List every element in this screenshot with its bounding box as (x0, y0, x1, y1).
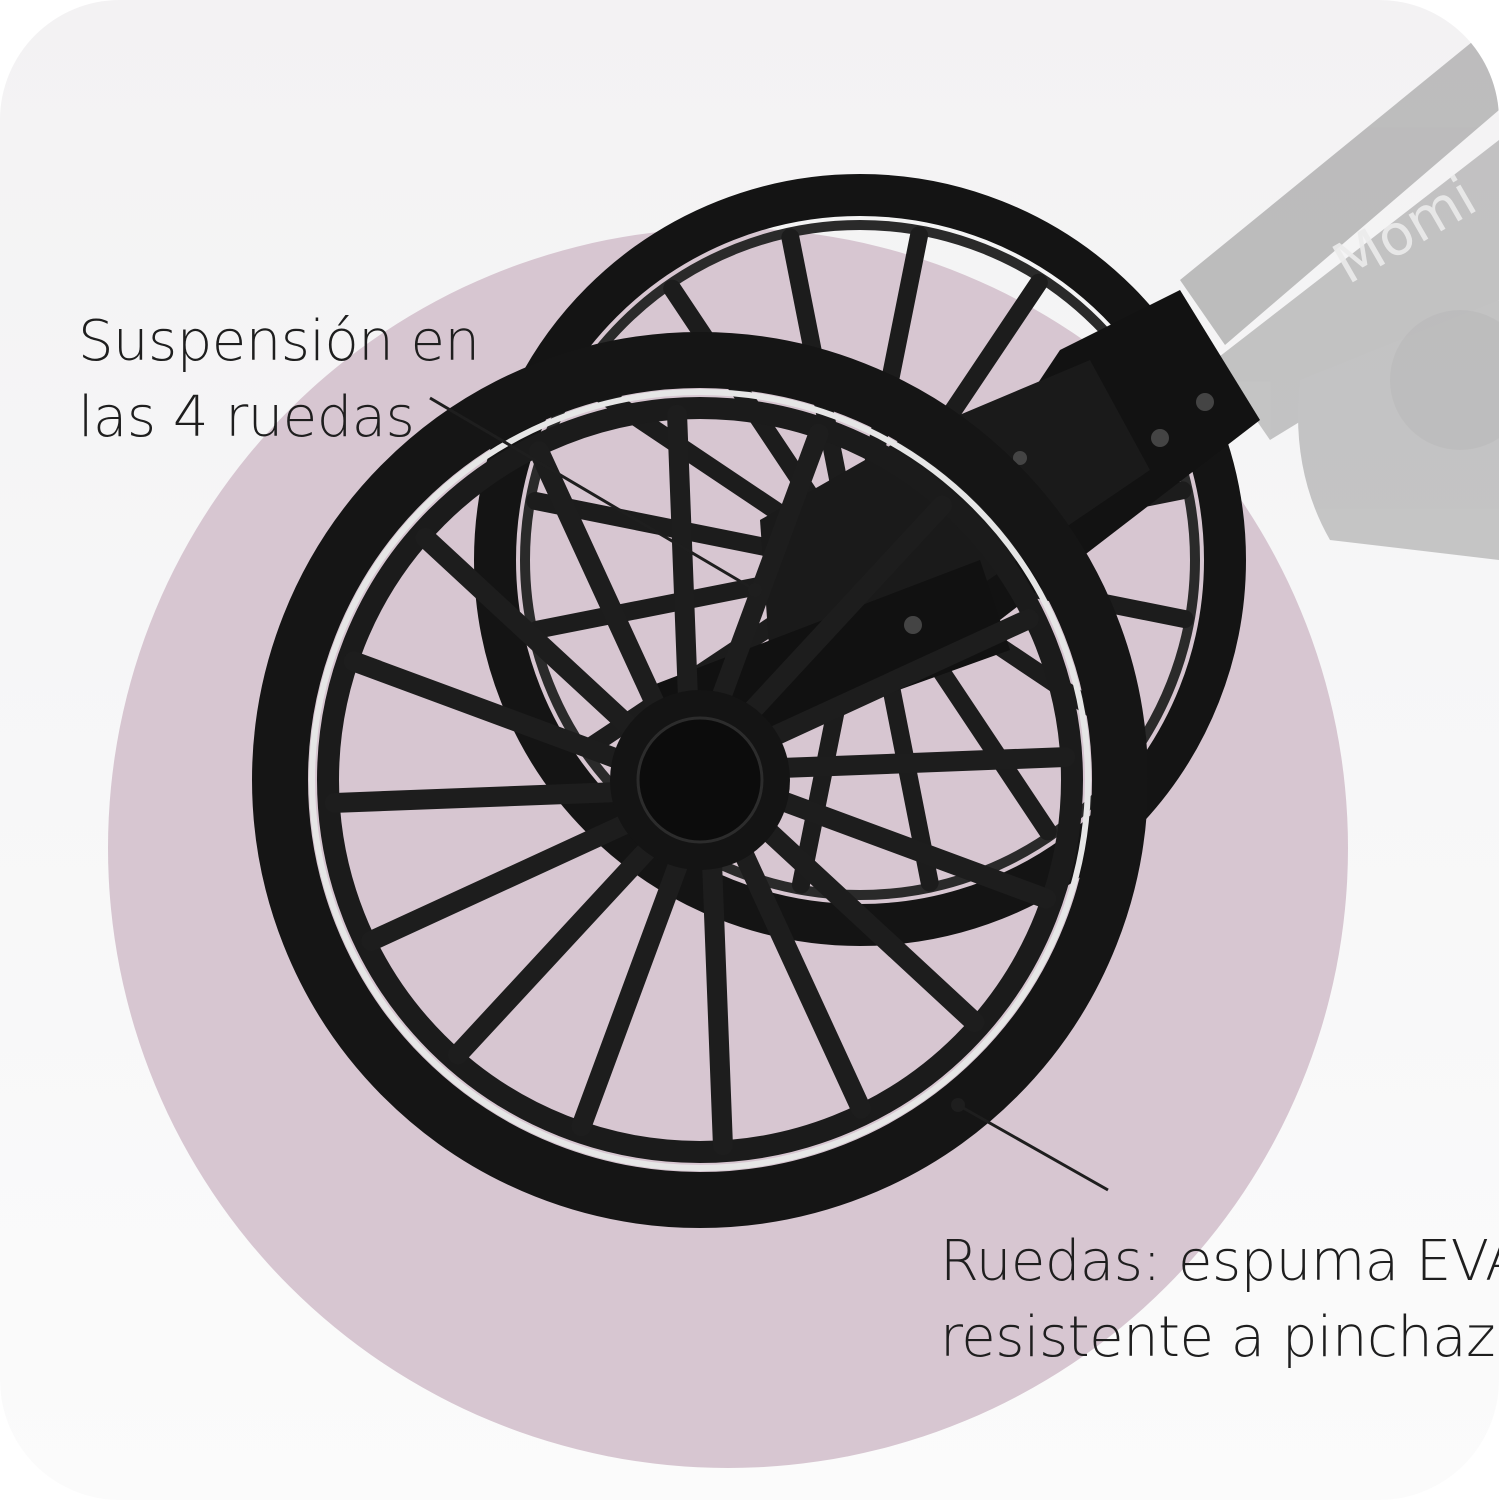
front-wheel-spoke (702, 854, 733, 1156)
front-wheel-spoke (447, 838, 660, 1065)
wheels-callout-line-2: resistente a pinchazos (940, 1305, 1499, 1370)
faded-frame (1180, 20, 1499, 560)
suspension-callout-line-2: las 4 ruedas (78, 385, 415, 450)
suspension-callout: Suspensión en las 4 ruedas (78, 304, 480, 456)
front-wheel (252, 332, 1148, 1228)
front-wheel-spoke (758, 820, 985, 1033)
suspension-callout-line-1: Suspensión en (78, 309, 480, 374)
front-wheel-spoke (343, 651, 628, 769)
suspension-leader-line (429, 396, 756, 592)
front-wheel-spoke (763, 609, 1039, 747)
front-wheel-spoke (774, 747, 1076, 778)
front-wheel-spoke (667, 404, 698, 706)
front-wheel-spoke (324, 782, 626, 813)
front-wheel-spoke (529, 441, 667, 717)
wheels-leader-line (957, 1103, 1109, 1192)
front-wheel-spoke (415, 527, 642, 740)
front-wheel-spoke (740, 495, 953, 722)
front-wheel-spoke (772, 791, 1057, 909)
back-wheel-spoke (526, 491, 810, 564)
front-wheel-spoke (733, 843, 871, 1119)
wheels-leader-dot (951, 1098, 965, 1112)
front-wheel-spoke (571, 852, 689, 1137)
suspension-leader-dot (748, 583, 762, 597)
wheels-callout-line-1: Ruedas: espuma EVA (940, 1229, 1499, 1294)
front-wheel-spoke (361, 813, 637, 951)
front-wheel-spoke (711, 423, 829, 708)
wheels-callout: Ruedas: espuma EVA resistente a pinchazo… (940, 1224, 1499, 1376)
